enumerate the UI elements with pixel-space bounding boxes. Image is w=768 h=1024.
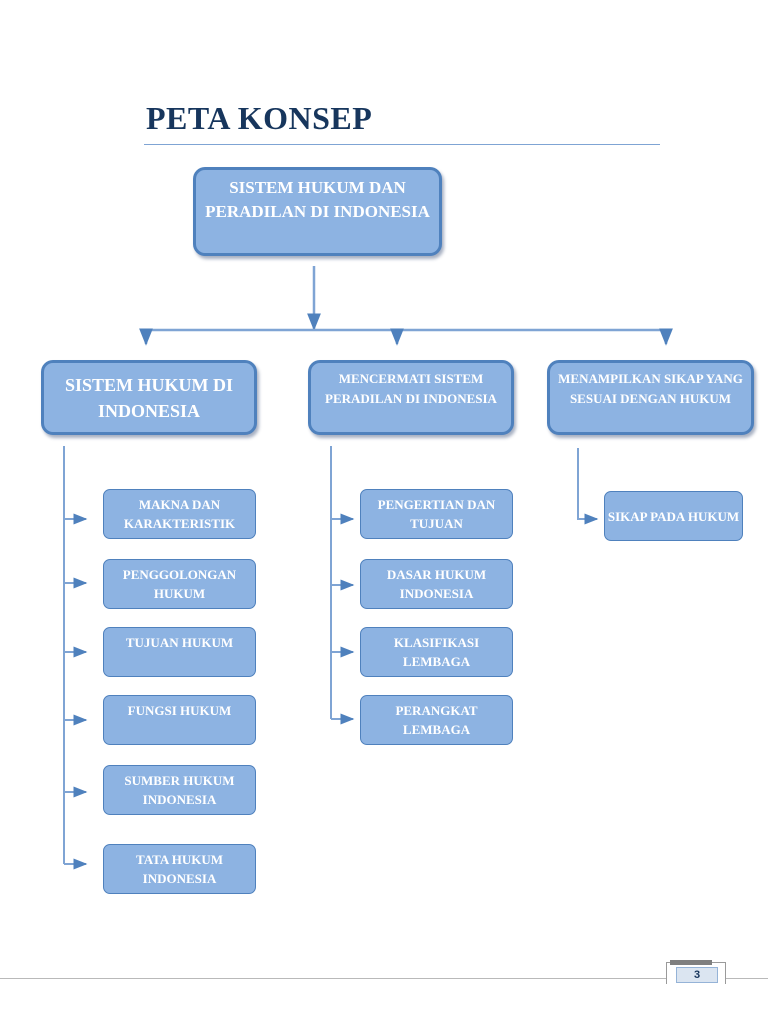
branch-node-sistem-peradilan: MENCERMATI SISTEM PERADILAN DI INDONESIA: [308, 360, 514, 435]
leaf-node-label: MAKNA DAN KARAKTERISTIK: [123, 497, 236, 531]
branch-node-sikap: MENAMPILKAN SIKAP YANG SESUAI DENGAN HUK…: [547, 360, 754, 435]
leaf-node-label: SIKAP PADA HUKUM: [607, 508, 740, 524]
branch-3-connector: [577, 448, 599, 525]
page-number: 3: [676, 967, 718, 983]
footer-rule: [0, 978, 768, 979]
leaf-node: TUJUAN HUKUM: [103, 627, 256, 677]
leaf-node: PERANGKAT LEMBAGA: [360, 695, 513, 745]
leaf-node-label: PENGGOLONGAN HUKUM: [122, 567, 237, 601]
leaf-node: KLASIFIKASI LEMBAGA: [360, 627, 513, 677]
leaf-node-label: DASAR HUKUM INDONESIA: [386, 567, 487, 601]
leaf-node-label: PENGERTIAN DAN TUJUAN: [377, 497, 496, 531]
leaf-node-label: TATA HUKUM INDONESIA: [135, 852, 224, 886]
page-title: PETA KONSEP: [146, 100, 373, 136]
leaf-node: TATA HUKUM INDONESIA: [103, 844, 256, 894]
root-node-label: SISTEM HUKUM DAN PERADILAN DI INDONESIA: [205, 178, 430, 221]
branch-node-sistem-hukum: SISTEM HUKUM DI INDONESIA: [41, 360, 257, 435]
leaf-node-label: KLASIFIKASI LEMBAGA: [393, 635, 480, 669]
leaf-node: FUNGSI HUKUM: [103, 695, 256, 745]
leaf-node: SIKAP PADA HUKUM: [604, 491, 743, 541]
branch-node-label: MENCERMATI SISTEM PERADILAN DI INDONESIA: [325, 371, 497, 406]
leaf-node: SUMBER HUKUM INDONESIA: [103, 765, 256, 815]
leaf-node-label: PERANGKAT LEMBAGA: [395, 703, 478, 737]
leaf-node-label: TUJUAN HUKUM: [125, 635, 234, 650]
leaf-node: MAKNA DAN KARAKTERISTIK: [103, 489, 256, 539]
root-node: SISTEM HUKUM DAN PERADILAN DI INDONESIA: [193, 167, 442, 256]
leaf-node-label: FUNGSI HUKUM: [127, 703, 232, 718]
branch-node-label: MENAMPILKAN SIKAP YANG SESUAI DENGAN HUK…: [558, 371, 743, 406]
branch-node-label: SISTEM HUKUM DI INDONESIA: [64, 374, 234, 421]
title-underline: [144, 144, 660, 145]
page-tab-accent: [670, 960, 712, 965]
leaf-node-label: SUMBER HUKUM INDONESIA: [124, 773, 235, 807]
leaf-node: PENGGOLONGAN HUKUM: [103, 559, 256, 609]
leaf-node: PENGERTIAN DAN TUJUAN: [360, 489, 513, 539]
leaf-node: DASAR HUKUM INDONESIA: [360, 559, 513, 609]
